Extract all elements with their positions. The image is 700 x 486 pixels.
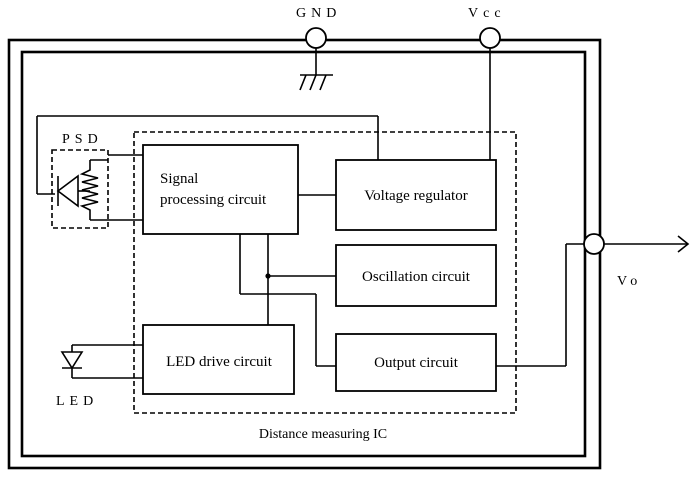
- psd-component: [51, 149, 143, 229]
- oscillation-circuit-label: Oscillation circuit: [362, 269, 471, 285]
- ground-symbol: [299, 48, 333, 91]
- vo-output-arrow: [604, 235, 690, 253]
- ic-boundary: [133, 131, 517, 414]
- led-drive-label: LED drive circuit: [166, 354, 273, 370]
- led-drive-block: [142, 324, 295, 395]
- output-circuit-label: Output circuit: [374, 355, 459, 371]
- gnd-pin: [305, 27, 327, 49]
- vo-pin: [583, 233, 605, 255]
- vcc-pin: [479, 27, 501, 49]
- led-component: [60, 344, 143, 379]
- ic-label: Distance measuring IC: [259, 427, 387, 442]
- package-inner-border: [20, 50, 587, 458]
- internal-bus-wires: [239, 234, 336, 367]
- signal-processing-label-2: processing circuit: [160, 192, 267, 208]
- vcc-pin-label: Vcc: [468, 6, 506, 21]
- led-label: LED: [56, 394, 98, 409]
- gnd-pin-label: GND: [296, 6, 341, 21]
- voltage-regulator-label: Voltage regulator: [364, 188, 467, 204]
- vo-pin-label: Vo: [617, 274, 642, 289]
- output-wire: [496, 243, 584, 367]
- psd-label: PSD: [62, 132, 103, 147]
- package-outer-border: [7, 38, 602, 470]
- voltage-regulator-block: [335, 159, 497, 231]
- output-circuit-block: [335, 333, 497, 392]
- signal-processing-block: [142, 144, 299, 235]
- signal-processing-label-1: Signal: [160, 171, 198, 187]
